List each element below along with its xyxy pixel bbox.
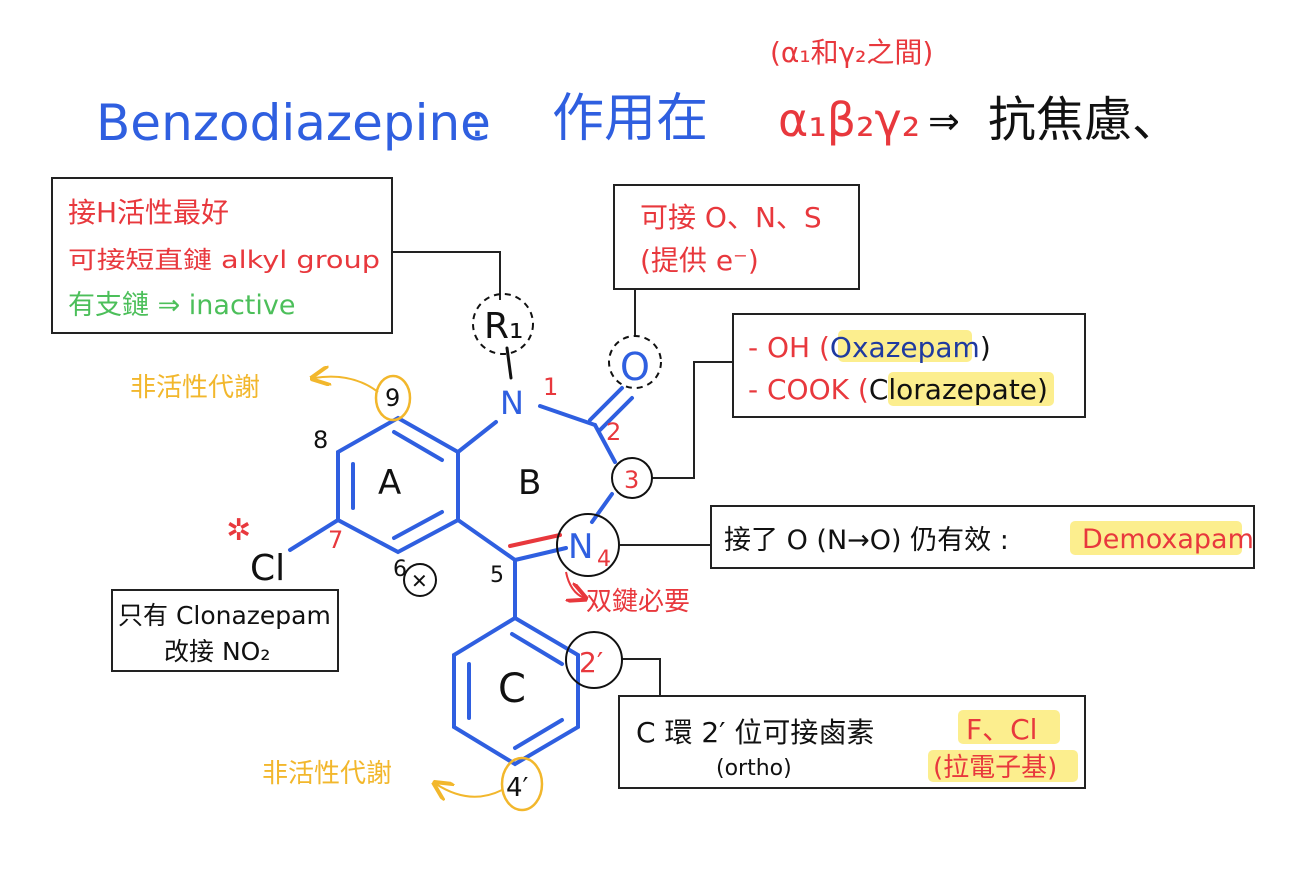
ring-b-label: B bbox=[518, 463, 541, 503]
title-receptor-note: (α₁和γ₂之間) bbox=[770, 36, 933, 69]
annotations: 非活性代謝 非活性代謝 双鍵必要 bbox=[130, 373, 690, 797]
bond-n1-c2 bbox=[538, 404, 597, 427]
pos-2p: 2′ bbox=[579, 646, 603, 679]
o-dashed-circle bbox=[608, 335, 662, 389]
title-drug: Benzodiazepine bbox=[96, 94, 491, 152]
ring-c-inner-2 bbox=[513, 718, 564, 750]
c3-box-line2: - COOK (Clorazepate) bbox=[748, 373, 1048, 406]
arrow-double-bond bbox=[565, 571, 584, 598]
c3-substituent-box: - OH (Oxazepam) - COOK (Clorazepate) bbox=[732, 313, 1086, 418]
r1-dashed-circle bbox=[472, 293, 534, 355]
c3-oh-suffix: ) bbox=[980, 331, 991, 364]
clorazepate-highlight bbox=[888, 372, 1054, 406]
atom-o: O bbox=[620, 345, 650, 389]
c-ring-halogen-box: C 環 2′ 位可接鹵素 F、Cl (ortho) (拉電子基) bbox=[618, 695, 1086, 789]
atom-n4: N bbox=[568, 527, 593, 567]
title-receptor: α₁β₂γ₂ bbox=[778, 93, 920, 147]
ring-c-label: C bbox=[498, 666, 526, 712]
c3-circle bbox=[611, 457, 653, 499]
atom-n1: N bbox=[500, 384, 524, 422]
n4-oxide-box: 接了 O (N→O) 仍有效 : Demoxapam bbox=[710, 505, 1255, 569]
c3-oh-prefix: - OH ( bbox=[748, 331, 830, 364]
inactive-metabolite-4p: 非活性代謝 bbox=[262, 759, 392, 789]
n4-circle bbox=[556, 513, 620, 577]
c9-gold-circle bbox=[374, 374, 412, 422]
inactive-metabolite-9: 非活性代謝 bbox=[130, 373, 260, 403]
bond-c2-o-double bbox=[598, 396, 634, 432]
cl-box-line1: 只有 Clonazepam bbox=[118, 601, 331, 630]
atom-labels: R₁ N O N Cl A B C bbox=[250, 306, 650, 712]
pos-6-x-mark: ✕ bbox=[411, 569, 428, 593]
bond-c5a-c5 bbox=[456, 518, 517, 562]
n4-box-text: 接了 O (N→O) 仍有效 : bbox=[724, 525, 1009, 556]
pos-6: 6 bbox=[393, 557, 407, 582]
c3-leader-line bbox=[652, 361, 733, 479]
title-effect: 抗焦慮、 bbox=[988, 92, 1180, 148]
o-box-line2: (提供 e⁻) bbox=[640, 244, 759, 277]
arrow-9-metabolite bbox=[314, 377, 379, 393]
double-bond-required: 双鍵必要 bbox=[586, 587, 690, 617]
atom-cl: Cl bbox=[250, 548, 285, 589]
r1-leader-line bbox=[392, 251, 501, 300]
c3-cook-suffix: ) bbox=[1037, 373, 1048, 406]
bond-c2-o bbox=[588, 386, 624, 422]
pos-1: 1 bbox=[543, 373, 558, 401]
bond-n1-r1 bbox=[505, 346, 513, 380]
carbonyl-oxygen-box: 可接 O、N、S (提供 e⁻) bbox=[613, 184, 860, 290]
pos-7: 7 bbox=[328, 526, 343, 554]
pos-3: 3 bbox=[624, 466, 639, 494]
pos-4: 4 bbox=[597, 547, 611, 572]
demoxapam-highlight bbox=[1070, 521, 1242, 555]
halogen-highlight bbox=[958, 710, 1060, 744]
title-arrow: ⇒ bbox=[928, 99, 960, 143]
pos-5: 5 bbox=[490, 563, 504, 588]
bond-c9a-n1 bbox=[456, 420, 498, 454]
c2p-leader-line bbox=[622, 658, 661, 696]
r1-box-line2: 可接短直鏈 alkyl group bbox=[68, 246, 380, 274]
pos-8: 8 bbox=[313, 426, 328, 454]
ring-a-label: A bbox=[378, 463, 401, 503]
star-mark: ✲ bbox=[226, 513, 251, 548]
ortho-label: (ortho) bbox=[716, 756, 792, 781]
arrow-4p-metabolite bbox=[436, 784, 503, 797]
demoxapam-label: Demoxapam bbox=[1082, 524, 1254, 555]
title-acts-on: 作用在 bbox=[552, 89, 708, 149]
r1-box-line1: 接H活性最好 bbox=[68, 196, 229, 229]
bond-c7-cl bbox=[288, 518, 340, 552]
pos-4p: 4′ bbox=[506, 773, 529, 803]
ring-a-inner-2 bbox=[392, 510, 444, 540]
title-colon: : bbox=[470, 96, 485, 147]
c2p-circle bbox=[565, 631, 623, 689]
c3-cook-prefix: - COOK ( bbox=[748, 373, 869, 406]
ring-a-inner-1 bbox=[392, 430, 444, 462]
r1-substituent-box: 接H活性最好 可接短直鏈 alkyl group 有支鏈 ⇒ inactive bbox=[51, 177, 393, 334]
position-numbers: 1 2 3 4 5 6 ✕ 7 8 9 2′ 4′ ✲ bbox=[226, 373, 639, 803]
title: Benzodiazepine : 作用在 α₁β₂γ₂ ⇒ 抗焦慮、 (α₁和γ… bbox=[96, 36, 1180, 152]
ring-c-bonds bbox=[452, 615, 580, 767]
ewg-label: (拉電子基) bbox=[933, 753, 1057, 783]
o-box-line1: 可接 O、N、S bbox=[640, 201, 822, 234]
c3-box-line1: - OH (Oxazepam) bbox=[748, 331, 991, 364]
bond-c5-n4-double bbox=[508, 533, 562, 548]
pos-2: 2 bbox=[606, 418, 621, 446]
cl-box-line2: 改接 NO₂ bbox=[164, 637, 270, 666]
bond-c2-c3 bbox=[593, 423, 617, 464]
bond-c3-n4 bbox=[590, 492, 614, 524]
clorazepate-label: Clorazepate bbox=[869, 373, 1037, 406]
oxazepam-highlight bbox=[838, 330, 972, 362]
ring-c-inner-1 bbox=[510, 632, 564, 666]
halogen-label: F、Cl bbox=[966, 713, 1037, 746]
r1-box-line3: 有支鏈 ⇒ inactive bbox=[68, 290, 295, 321]
ewg-highlight bbox=[928, 750, 1078, 782]
c4p-gold-circle bbox=[500, 756, 544, 812]
clonazepam-box: 只有 Clonazepam 改接 NO₂ bbox=[111, 589, 339, 672]
c-ring-box-text: C 環 2′ 位可接鹵素 bbox=[636, 716, 874, 749]
pos-9: 9 bbox=[385, 384, 400, 412]
c6-circle bbox=[403, 563, 437, 597]
atom-r1: R₁ bbox=[484, 306, 523, 347]
molecule-bonds bbox=[336, 386, 634, 767]
oxazepam-label: Oxazepam bbox=[830, 331, 980, 364]
